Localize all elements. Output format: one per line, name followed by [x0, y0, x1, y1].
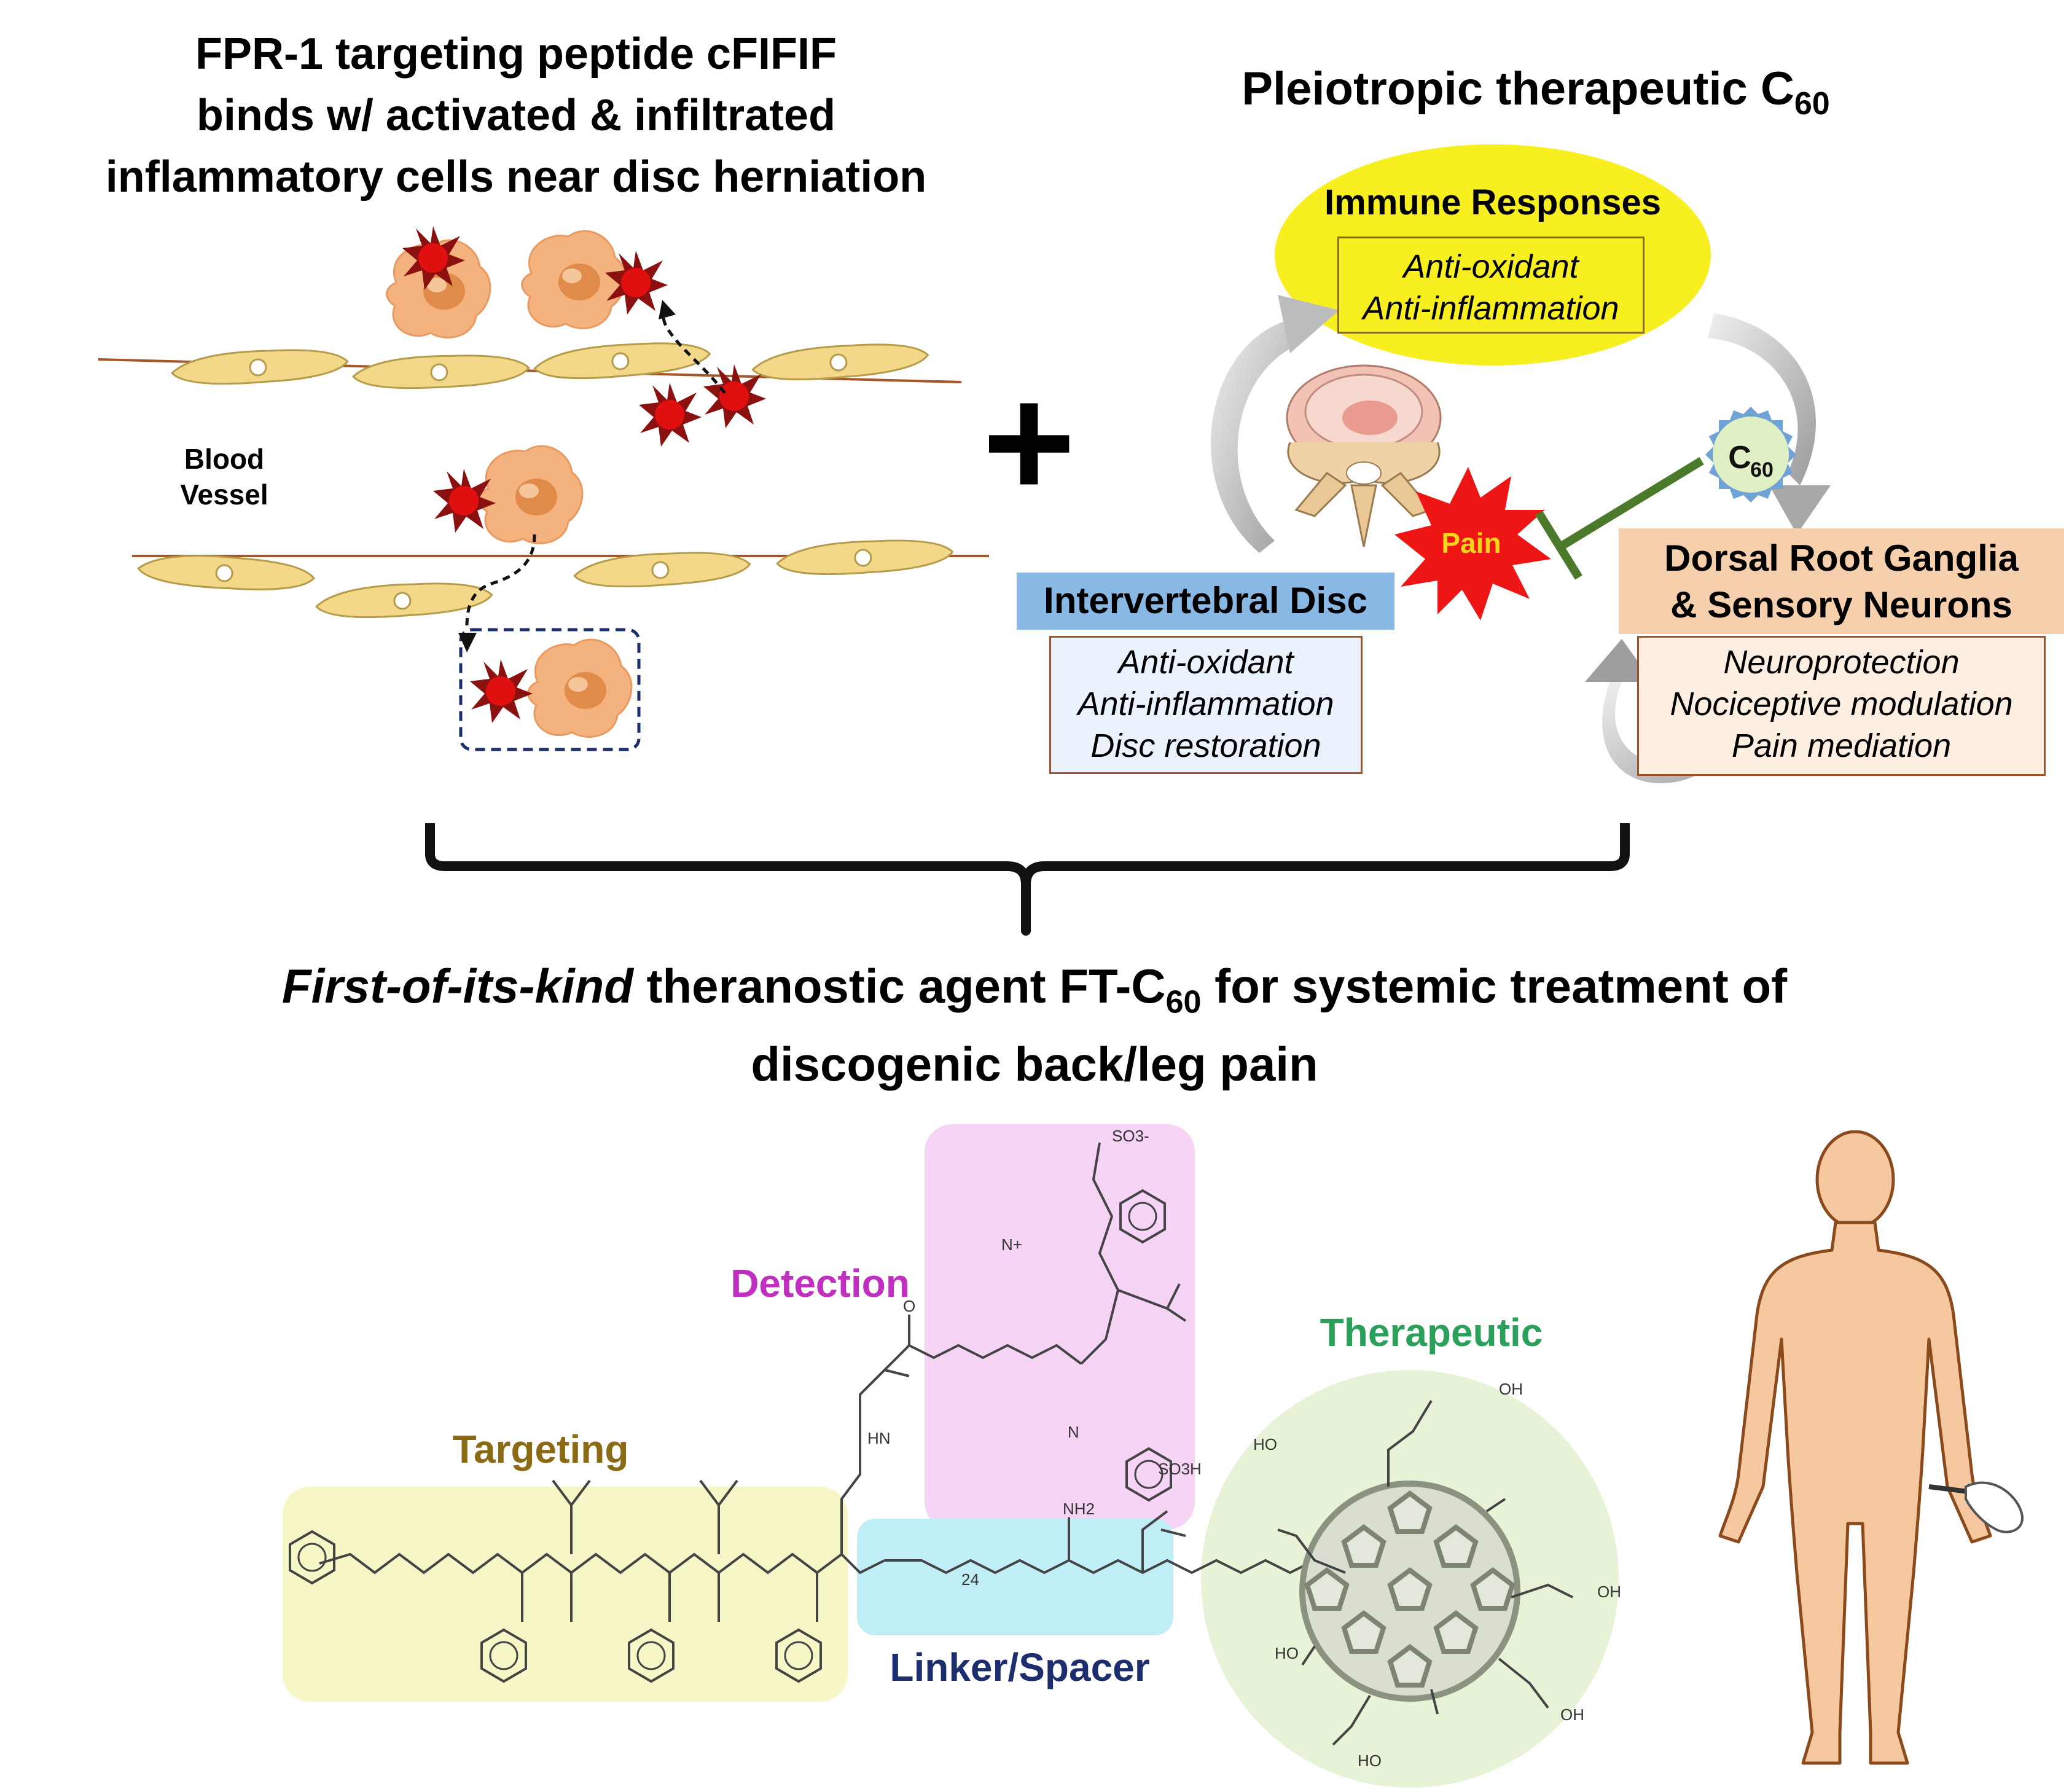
c60-badge-main: C: [1728, 440, 1751, 475]
blood-label-line-1: Blood: [184, 443, 265, 475]
left-title-line-2: binds w/ activated & infiltrated: [196, 91, 836, 140]
ho-label: HO: [1253, 1435, 1277, 1454]
conclusion-subscript: 60: [1165, 984, 1202, 1020]
immune-effects-box: Anti-oxidant Anti-inflammation: [1337, 237, 1645, 334]
human-figure-icon: [1718, 1130, 2024, 1765]
arrowhead-icon: [1278, 295, 1339, 353]
so3h-label: SO3H: [1158, 1460, 1202, 1478]
disc-effect-2: Anti-inflammation: [1078, 686, 1334, 722]
inflammatory-cell: [527, 638, 633, 738]
arrowhead-icon: [659, 300, 676, 319]
peg-repeat-label: 24: [961, 1570, 979, 1589]
c60-cage-icon: [1299, 1481, 1520, 1702]
ft-c60-molecule: SO3- N+ N SO3H HN O NH2 24 OH HO OH HO O…: [283, 1124, 1621, 1788]
endothelial-cell: [315, 579, 494, 622]
drg-effects-box: Neuroprotection Nociceptive modulation P…: [1637, 636, 2046, 776]
oh-label: OH: [1499, 1380, 1523, 1398]
amide-nh2-label: NH2: [1063, 1500, 1095, 1518]
carbonyl-o-label: O: [903, 1297, 915, 1315]
arrowhead-icon: [1585, 639, 1652, 682]
conclusion-line-2: discogenic back/leg pain: [751, 1036, 1318, 1091]
right-title-subscript: 60: [1794, 86, 1830, 122]
c60-cycle-diagram: Pain C 60: [1210, 144, 1831, 784]
peptide-star-icon: [639, 383, 702, 447]
peptide-structure: [319, 1142, 1340, 1622]
drg-title-line-1: Dorsal Root Ganglia: [1664, 538, 2019, 579]
immune-effect-1: Anti-oxidant: [1403, 248, 1579, 285]
drg-effect-2: Nociceptive modulation: [1670, 686, 2013, 722]
c60-substituents: [1277, 1399, 1573, 1746]
disc-effect-3: Disc restoration: [1090, 727, 1321, 764]
oh-label: OH: [1597, 1583, 1621, 1601]
drg-effect-1: Neuroprotection: [1723, 644, 1960, 681]
oh-label: OH: [1560, 1705, 1584, 1724]
inhibition-line: [1558, 457, 1704, 550]
linker-region: [857, 1519, 1173, 1635]
detection-label: Detection: [730, 1261, 910, 1305]
right-title-text: Pleiotropic therapeutic C: [1242, 63, 1794, 115]
left-title-line-3: inflammatory cells near disc herniation: [105, 152, 927, 202]
inhibition-bar: [1535, 511, 1582, 580]
extravasation-arrow: [465, 534, 536, 627]
drg-header: Dorsal Root Ganglia & Sensory Neurons: [1619, 528, 2064, 634]
blood-vessel-illustration: [98, 226, 989, 751]
disc-title: Intervertebral Disc: [1044, 580, 1367, 621]
spine-disc-icon: [1286, 364, 1442, 547]
n-label: N: [1068, 1423, 1079, 1441]
inflammatory-cell: [521, 230, 627, 329]
endothelial-cell: [750, 338, 930, 385]
arrowhead-icon: [458, 633, 477, 652]
drg-title-line-2: & Sensory Neurons: [1670, 584, 2012, 625]
conclusion-text-b: for systemic treatment of: [1201, 959, 1788, 1013]
endothelial-cell: [136, 550, 316, 596]
endothelial-cell: [351, 351, 531, 391]
pain-burst-icon: [1394, 467, 1551, 620]
disc-effect-1: Anti-oxidant: [1118, 644, 1294, 681]
left-panel-title: FPR-1 targeting peptide cFIFIF binds w/ …: [25, 23, 1007, 208]
conclusion-title: First-of-its-kind theranostic agent FT-C…: [123, 955, 1946, 1095]
conclusion-text-a: theranostic agent FT-C: [633, 959, 1166, 1013]
endothelial-cell: [775, 536, 955, 579]
arrowhead-icon: [1769, 485, 1831, 534]
hn-label: HN: [867, 1429, 891, 1447]
targeting-region: [283, 1487, 848, 1702]
c60-badge-icon: [1705, 407, 1796, 503]
detection-region: [925, 1124, 1195, 1530]
endothelial-cell: [170, 345, 350, 388]
syringe-icon: [1928, 1481, 2024, 1533]
blood-vessel-label: Blood Vessel: [147, 441, 301, 512]
peptide-star-icon: [703, 364, 766, 428]
inflammatory-cell: [478, 445, 584, 544]
immune-ellipse: [1275, 144, 1711, 366]
blood-label-line-2: Vessel: [180, 479, 268, 511]
cycle-arrow-left: [1210, 319, 1299, 553]
ho-label: HO: [1358, 1751, 1382, 1770]
left-title-line-1: FPR-1 targeting peptide cFIFIF: [195, 29, 837, 79]
drg-effect-3: Pain mediation: [1731, 727, 1952, 764]
sulfonate-label: SO3-: [1112, 1127, 1149, 1145]
disc-header: Intervertebral Disc: [1017, 573, 1394, 630]
ho-label: HO: [1275, 1644, 1299, 1662]
immune-effect-2: Anti-inflammation: [1363, 290, 1619, 327]
merge-brace: [425, 823, 1630, 936]
c60-badge-sub: 60: [1750, 458, 1774, 482]
therapeutic-label: Therapeutic: [1320, 1310, 1543, 1355]
peptide-star-icon: [470, 659, 533, 723]
n-plus-label: N+: [1001, 1235, 1022, 1254]
conclusion-line-1: First-of-its-kind theranostic agent FT-C…: [123, 955, 1946, 1033]
conclusion-emphasis: First-of-its-kind: [281, 959, 633, 1013]
linker-label: Linker/Spacer: [890, 1645, 1150, 1689]
pain-label: Pain: [1441, 527, 1501, 559]
cycle-arrow-right: [1708, 313, 1816, 485]
disc-effects-box: Anti-oxidant Anti-inflammation Disc rest…: [1049, 636, 1363, 774]
right-panel-title: Pleiotropic therapeutic C60: [1167, 58, 1904, 135]
plus-sign: +: [982, 353, 1076, 531]
targeting-label: Targeting: [452, 1427, 629, 1471]
immune-title: Immune Responses: [1324, 182, 1661, 222]
